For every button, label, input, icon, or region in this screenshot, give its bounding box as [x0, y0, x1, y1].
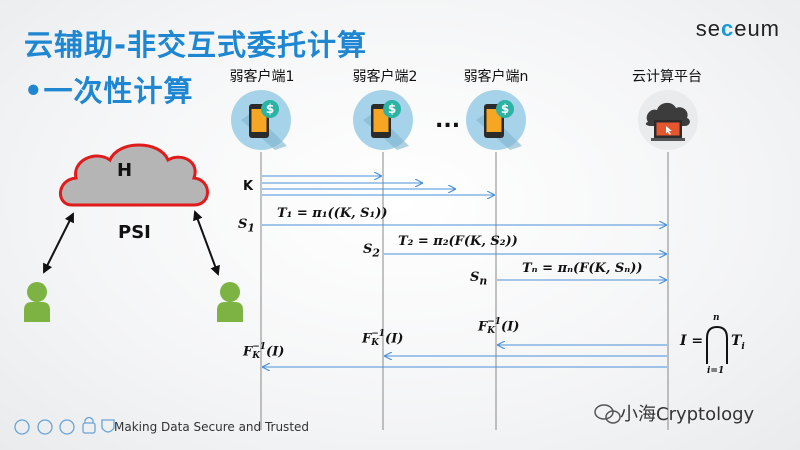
label-s2-main: S [363, 242, 373, 257]
wechat-icon [594, 404, 621, 424]
user-icon [217, 282, 243, 322]
inv-sub: K [487, 326, 496, 336]
page-title: 云辅助-非交互式委托计算 [24, 28, 368, 62]
logo-text-end: eum [734, 16, 780, 41]
phone-dollar-icon: $ [231, 90, 291, 150]
inv-f: F [243, 344, 253, 360]
inv-arg: (I) [266, 344, 285, 360]
user-icon [24, 282, 50, 322]
intersection-bottom: i=1 [707, 366, 725, 376]
intersection-term: Ti [731, 333, 745, 352]
inv-sup: −1 [371, 329, 386, 339]
intersection-lhs: I = [680, 333, 704, 349]
inv-f: F [362, 331, 372, 347]
inv-arg: (I) [385, 331, 404, 347]
label-sn: Sn [470, 270, 487, 288]
double-arrow-left [43, 212, 74, 274]
svg-text:$: $ [388, 102, 396, 116]
label-k: K [243, 179, 254, 194]
label-t1: T₁ = π₁((K, S₁)) [277, 206, 388, 221]
inv-sub: K [371, 338, 380, 348]
phone-dollar-icon: $ [466, 90, 526, 150]
logo-text-c: c [720, 16, 735, 41]
intersection-top: n [713, 313, 720, 323]
watermark-text: 小海Cryptology [620, 404, 755, 425]
inv-arg: (I) [501, 319, 520, 335]
label-tn: Tₙ = πₙ(F(K, Sₙ)) [522, 261, 643, 276]
inv-sup: −1 [487, 317, 502, 327]
logo-text-start: se [695, 16, 721, 41]
term-t: T [731, 333, 742, 349]
cloud-laptop-icon [638, 90, 698, 150]
cloud-h-shape [59, 143, 209, 207]
svg-text:$: $ [501, 102, 509, 116]
footer-icons [14, 416, 115, 435]
label-sn-sub: n [479, 274, 488, 288]
ellipsis: ... [435, 108, 461, 133]
label-sn-main: S [470, 270, 480, 285]
party-label-client1: 弱客户端1 [229, 69, 295, 85]
double-arrow-right [193, 210, 220, 276]
psi-label: PSI [118, 222, 151, 243]
page-subtitle: •一次性计算 [24, 74, 194, 108]
label-s2: S2 [363, 242, 380, 260]
party-label-clientn: 弱客户端n [463, 69, 529, 85]
label-s1-sub: 1 [247, 221, 255, 235]
party-label-client2: 弱客户端2 [352, 69, 418, 85]
footer-tagline: Making Data Secure and Trusted [114, 420, 310, 434]
label-t2: T₂ = π₂(F(K, S₂)) [398, 234, 518, 249]
inv-sub: K [252, 351, 261, 361]
label-s1: S1 [238, 217, 255, 235]
cloud-h-label: H [117, 160, 133, 181]
inv-sup: −1 [252, 342, 267, 352]
label-s1-main: S [238, 217, 248, 232]
inv-f: F [478, 319, 488, 335]
intersection-symbol [706, 325, 728, 364]
seceum-logo: seceum [696, 16, 780, 42]
party-label-cloud: 云计算平台 [632, 69, 702, 85]
phone-dollar-icon: $ [353, 90, 413, 150]
svg-text:$: $ [266, 102, 274, 116]
term-sub: i [741, 341, 745, 352]
label-s2-sub: 2 [372, 246, 380, 260]
